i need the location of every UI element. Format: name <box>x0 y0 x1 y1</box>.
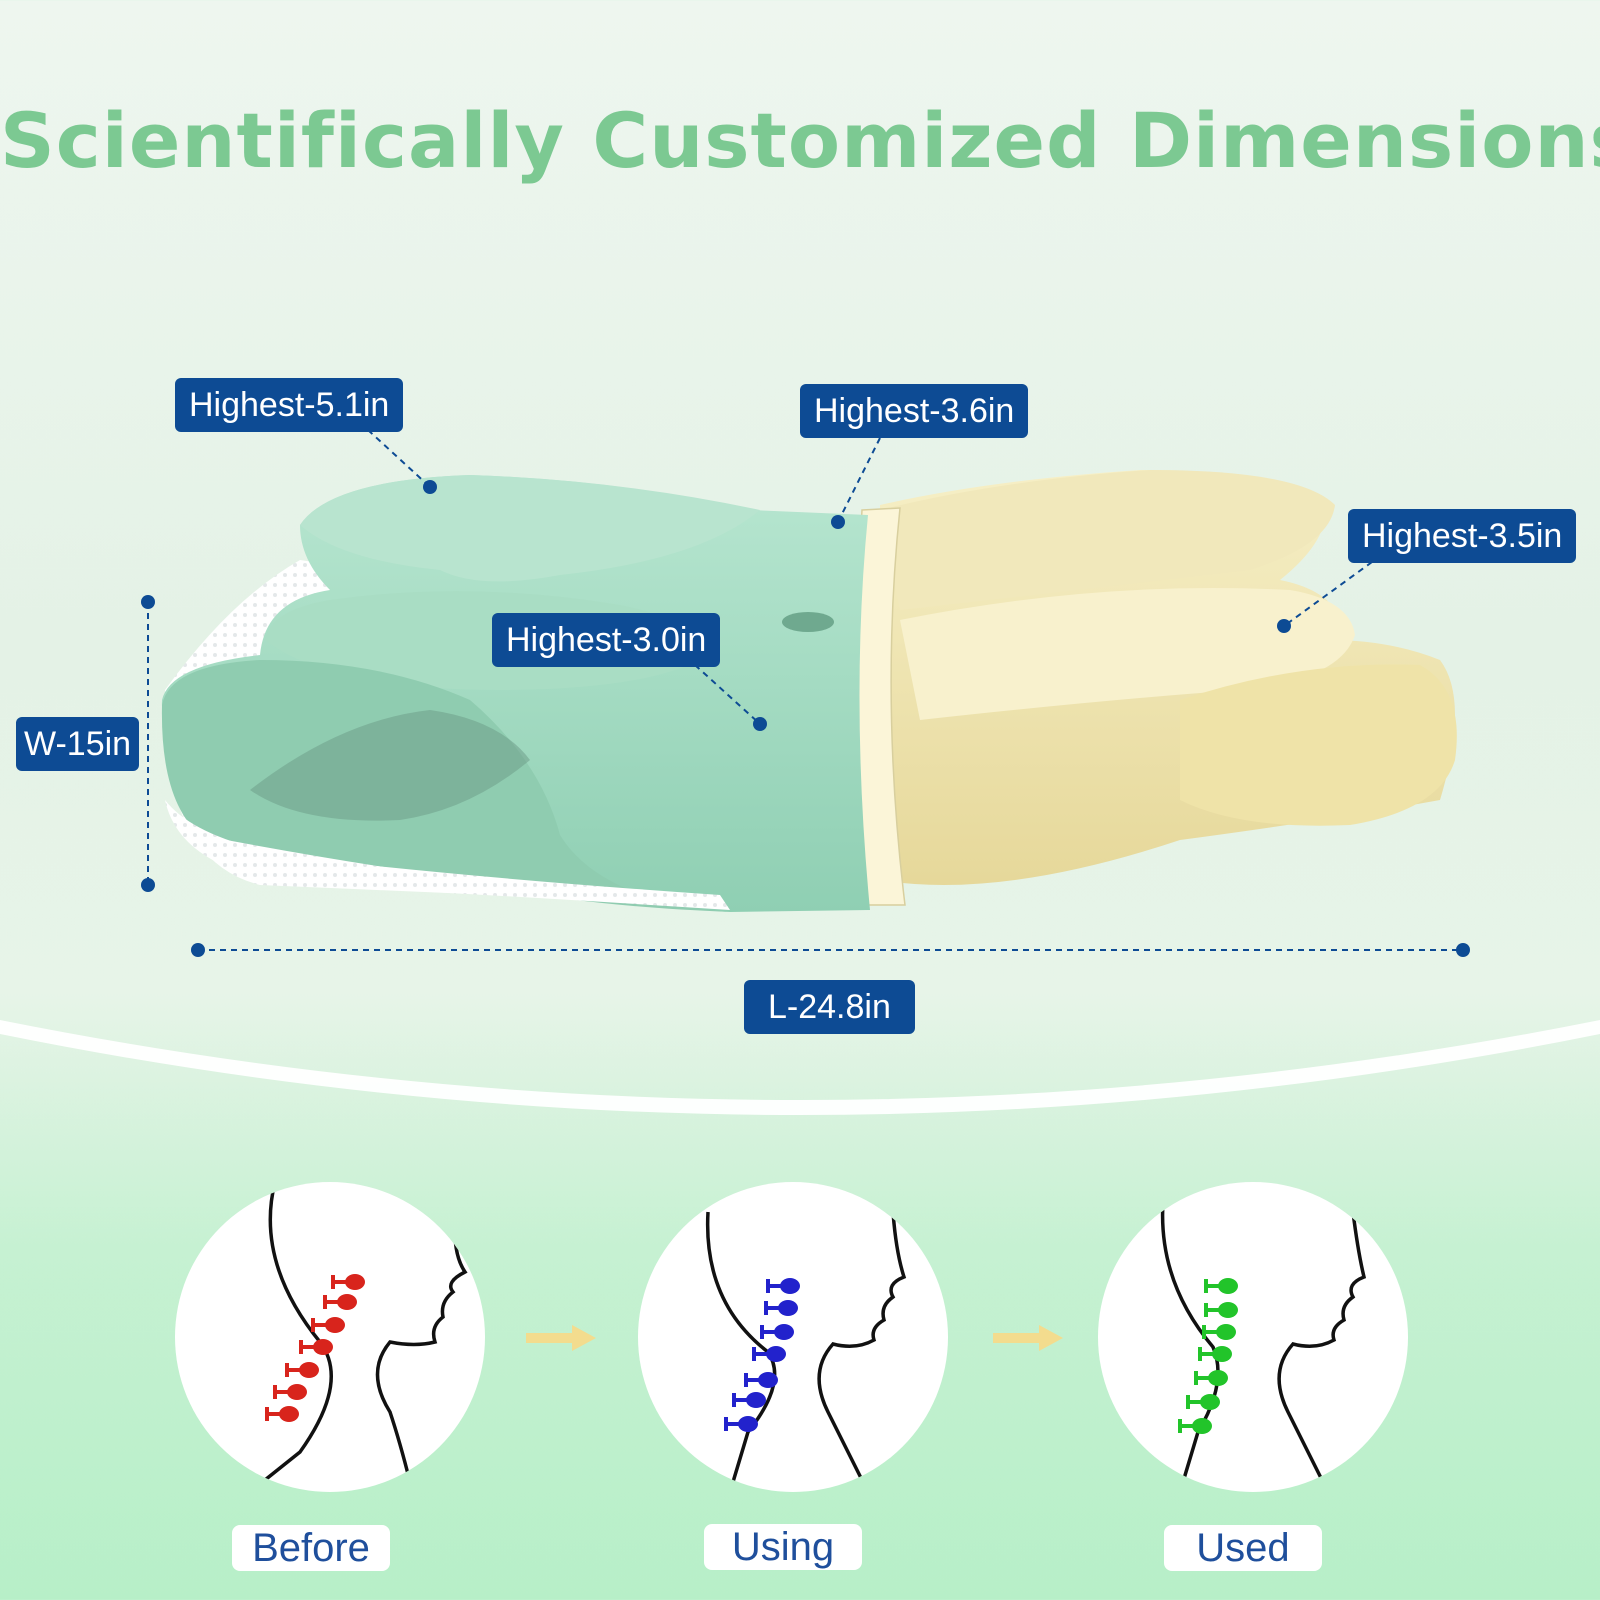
vertebra-process <box>768 1284 782 1288</box>
stage-label-before: Before <box>232 1525 390 1571</box>
vertebrae-before <box>265 1274 365 1422</box>
vertebra-process-tip <box>760 1325 764 1339</box>
vertebra <box>780 1278 800 1294</box>
pillow-green-upper-wing <box>300 475 760 582</box>
vertebra <box>325 1317 345 1333</box>
vertebra-process-tip <box>299 1340 303 1354</box>
wave-divider <box>0 1020 1600 1115</box>
neck-profile-before-icon <box>248 1182 468 1492</box>
pillow-neck-hole <box>782 612 834 632</box>
vertebra <box>1218 1302 1238 1318</box>
vertebra <box>299 1362 319 1378</box>
page-title: Scientifically Customized Dimensions <box>0 96 1600 185</box>
vertebra-process-tip <box>1198 1347 1202 1361</box>
highest-middle-tag: Highest-3.0in <box>492 613 721 667</box>
vertebra <box>279 1406 299 1422</box>
vertebra-process <box>754 1352 768 1356</box>
vertebra-process <box>313 1323 327 1327</box>
vertebra-process-tip <box>1186 1395 1190 1409</box>
arrow-right-icon <box>993 1325 1063 1351</box>
vertebra-process <box>1180 1424 1194 1428</box>
pillow-yellow-seat <box>1180 664 1457 826</box>
vertebra-process <box>1206 1308 1220 1312</box>
vertebra-process-tip <box>752 1347 756 1361</box>
vertebra-process <box>325 1300 339 1304</box>
vertebra-process-tip <box>764 1301 768 1315</box>
vertebra <box>778 1300 798 1316</box>
vertebra-process-tip <box>331 1275 335 1289</box>
vertebra-process <box>275 1390 289 1394</box>
width-tag: W-15in <box>16 717 140 771</box>
vertebra-process-tip <box>1202 1325 1206 1339</box>
vertebra <box>1208 1370 1228 1386</box>
posture-circle-before <box>175 1182 485 1492</box>
vertebra-process <box>1206 1284 1220 1288</box>
vertebra-process <box>1200 1352 1214 1356</box>
vertebra <box>1216 1324 1236 1340</box>
vertebrae-used <box>1178 1278 1238 1434</box>
vertebra-process-tip <box>265 1407 269 1421</box>
vertebra-process-tip <box>323 1295 327 1309</box>
vertebra-process <box>333 1280 347 1284</box>
pillow-mesh-edge <box>165 800 730 910</box>
stage-label-using: Using <box>704 1524 862 1570</box>
vertebra-process-tip <box>1194 1371 1198 1385</box>
vertebra-process-tip <box>724 1417 728 1431</box>
vertebra-process-tip <box>1204 1279 1208 1293</box>
vertebra-process <box>267 1412 281 1416</box>
neck-profile-using-icon <box>705 1211 907 1483</box>
vertebra <box>766 1346 786 1362</box>
vertebra <box>345 1274 365 1290</box>
pillow-green-cavity <box>250 710 530 821</box>
vertebra-process-tip <box>311 1318 315 1332</box>
vertebra-process <box>1188 1400 1202 1404</box>
vertebra <box>1192 1418 1212 1434</box>
vertebra <box>746 1392 766 1408</box>
posture-circle-used <box>1098 1182 1408 1492</box>
highest-right-tag: Highest-3.5in <box>1348 509 1577 563</box>
vertebra-process <box>734 1398 748 1402</box>
vertebra-process <box>726 1422 740 1426</box>
vertebra <box>287 1384 307 1400</box>
vertebra-process <box>1196 1376 1210 1380</box>
vertebrae-using <box>724 1278 800 1432</box>
vertebra <box>313 1339 333 1355</box>
vertebra-process <box>1204 1330 1218 1334</box>
highest-left-tag: Highest-5.1in <box>175 378 404 432</box>
neck-profile-used-icon <box>1160 1201 1367 1483</box>
vertebra-process <box>287 1368 301 1372</box>
vertebra-process-tip <box>1204 1303 1208 1317</box>
vertebra <box>774 1324 794 1340</box>
vertebra-process-tip <box>273 1385 277 1399</box>
vertebra <box>1218 1278 1238 1294</box>
vertebra-process <box>746 1378 760 1382</box>
vertebra-process-tip <box>732 1393 736 1407</box>
posture-circle-using <box>638 1182 948 1492</box>
vertebra-process <box>762 1330 776 1334</box>
vertebra <box>1212 1346 1232 1362</box>
vertebra-process-tip <box>744 1373 748 1387</box>
vertebra-process-tip <box>285 1363 289 1377</box>
vertebra-process <box>766 1306 780 1310</box>
vertebra <box>738 1416 758 1432</box>
stage-label-used: Used <box>1164 1525 1322 1571</box>
highest-center-tag: Highest-3.6in <box>800 384 1029 438</box>
length-tag: L-24.8in <box>744 980 915 1034</box>
vertebra <box>758 1372 778 1388</box>
vertebra-process-tip <box>766 1279 770 1293</box>
pillow-green-body <box>161 475 870 912</box>
vertebra <box>1200 1394 1220 1410</box>
vertebra-process-tip <box>1178 1419 1182 1433</box>
arrow-right-icon <box>526 1325 596 1351</box>
vertebra <box>337 1294 357 1310</box>
pillow-yellow-upper-wing <box>880 470 1335 610</box>
vertebra-process <box>301 1345 315 1349</box>
